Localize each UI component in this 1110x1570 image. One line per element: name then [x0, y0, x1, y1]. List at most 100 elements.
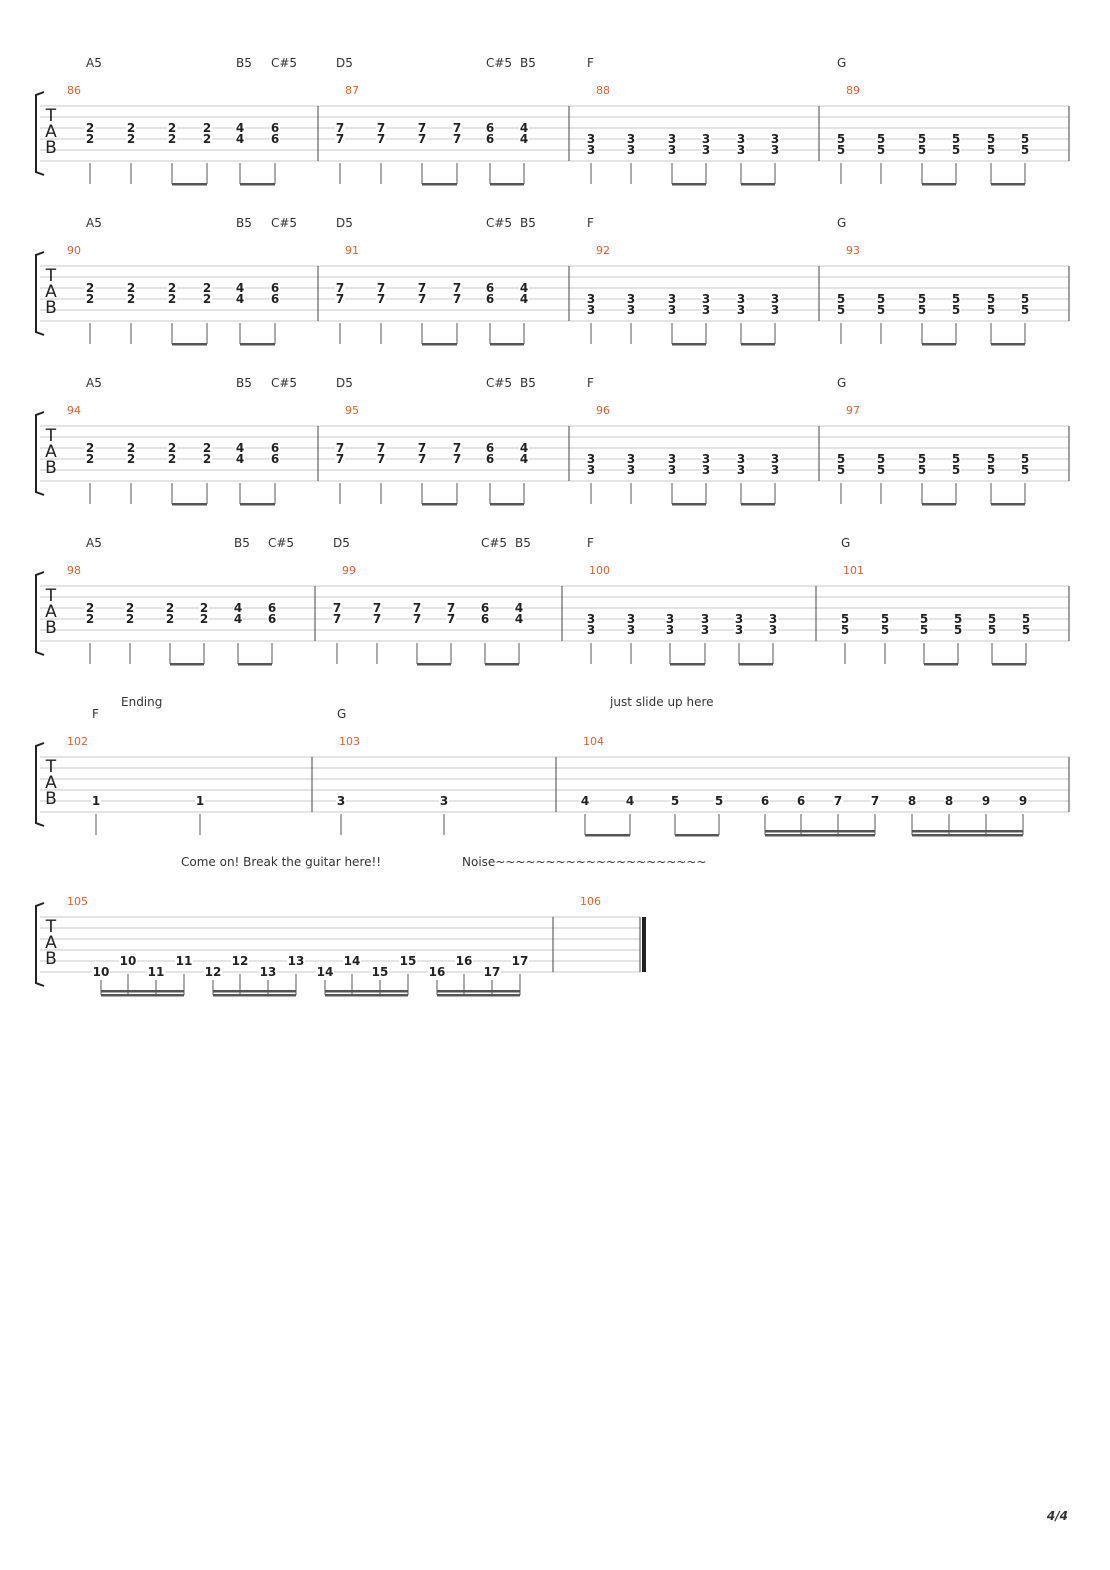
- fret-number: 3: [666, 623, 674, 637]
- chord-name: C#5: [271, 56, 297, 70]
- fret-number: 5: [952, 143, 960, 157]
- system-bracket: [35, 571, 45, 656]
- fret-number: 9: [1019, 794, 1027, 808]
- fret-number: 9: [982, 794, 990, 808]
- fret-backdrop: [235, 293, 245, 305]
- fret-backdrop: [833, 795, 843, 807]
- fret-backdrop: [343, 955, 361, 967]
- fret-backdrop: [876, 304, 886, 316]
- fret-backdrop: [126, 293, 136, 305]
- fret-number: 1: [92, 794, 100, 808]
- fret-number: 3: [587, 292, 595, 306]
- fret-backdrop: [483, 966, 501, 978]
- fret-number: 2: [86, 132, 94, 146]
- fret-backdrop: [199, 613, 209, 625]
- fret-number: 13: [288, 954, 305, 968]
- fret-backdrop: [836, 304, 846, 316]
- fret-backdrop: [270, 282, 280, 294]
- note-beam: [325, 990, 408, 993]
- fret-number: 3: [737, 463, 745, 477]
- fret-backdrop: [917, 144, 927, 156]
- fret-number: 15: [400, 954, 417, 968]
- text-annotation: Come on! Break the guitar here!!: [181, 855, 381, 869]
- fret-number: 6: [271, 281, 279, 295]
- note-beam: [765, 830, 875, 833]
- fret-number: 5: [987, 463, 995, 477]
- fret-number: 3: [735, 612, 743, 626]
- fret-number: 2: [168, 281, 176, 295]
- note-beam: [490, 503, 524, 506]
- fret-backdrop: [335, 453, 345, 465]
- fret-backdrop: [736, 144, 746, 156]
- fret-number: 3: [627, 612, 635, 626]
- fret-backdrop: [880, 624, 890, 636]
- measure-number: 105: [67, 895, 88, 908]
- measure-number: 88: [596, 84, 610, 97]
- fret-number: 6: [486, 441, 494, 455]
- note-beam: [417, 663, 451, 666]
- fret-number: 16: [456, 954, 473, 968]
- note-beam: [922, 183, 956, 186]
- fret-backdrop: [768, 613, 778, 625]
- fret-backdrop: [667, 293, 677, 305]
- tab-clef-letter: A: [45, 602, 57, 622]
- fret-number: 2: [203, 452, 211, 466]
- chord-name: F: [92, 707, 99, 721]
- chord-name: F: [587, 376, 594, 390]
- fret-number: 14: [344, 954, 361, 968]
- fret-backdrop: [126, 133, 136, 145]
- chord-name: G: [837, 376, 846, 390]
- fret-backdrop: [840, 613, 850, 625]
- fret-number: 7: [373, 612, 381, 626]
- fret-backdrop: [455, 955, 473, 967]
- fret-backdrop: [85, 453, 95, 465]
- fret-backdrop: [270, 122, 280, 134]
- fret-backdrop: [876, 133, 886, 145]
- fret-number: 8: [908, 794, 916, 808]
- fret-backdrop: [85, 602, 95, 614]
- fret-number: 5: [1021, 292, 1029, 306]
- fret-backdrop: [85, 293, 95, 305]
- chord-name: A5: [86, 56, 102, 70]
- fret-number: 3: [771, 303, 779, 317]
- fret-number: 3: [771, 463, 779, 477]
- fret-number: 3: [668, 143, 676, 157]
- fret-backdrop: [944, 795, 954, 807]
- fret-number: 6: [271, 121, 279, 135]
- fret-number: 11: [176, 954, 193, 968]
- fret-number: 3: [627, 132, 635, 146]
- fret-number: 7: [333, 601, 341, 615]
- fret-number: 3: [440, 794, 448, 808]
- tab-clef-letter: A: [45, 122, 57, 142]
- fret-number: 5: [988, 612, 996, 626]
- chord-name: G: [841, 536, 850, 550]
- fret-number: 7: [418, 132, 426, 146]
- fret-number: 7: [447, 612, 455, 626]
- fret-number: 6: [271, 441, 279, 455]
- note-beam: [238, 663, 272, 666]
- fret-backdrop: [736, 304, 746, 316]
- fret-number: 7: [447, 601, 455, 615]
- chord-name: G: [837, 216, 846, 230]
- system-bracket: [35, 91, 45, 176]
- fret-number: 2: [86, 281, 94, 295]
- chord-name: C#5: [486, 216, 512, 230]
- note-beam: [741, 343, 775, 346]
- fret-number: 3: [587, 623, 595, 637]
- fret-backdrop: [126, 282, 136, 294]
- fret-number: 4: [520, 292, 528, 306]
- fret-number: 3: [627, 292, 635, 306]
- fret-backdrop: [167, 442, 177, 454]
- measure-number: 87: [345, 84, 359, 97]
- note-beam: [101, 990, 184, 993]
- measure-number: 102: [67, 735, 88, 748]
- chord-name: F: [587, 536, 594, 550]
- fret-backdrop: [376, 133, 386, 145]
- fret-backdrop: [439, 795, 449, 807]
- fret-backdrop: [665, 613, 675, 625]
- fret-number: 2: [168, 121, 176, 135]
- fret-backdrop: [202, 282, 212, 294]
- fret-number: 7: [336, 132, 344, 146]
- measure-number: 89: [846, 84, 860, 97]
- fret-backdrop: [485, 282, 495, 294]
